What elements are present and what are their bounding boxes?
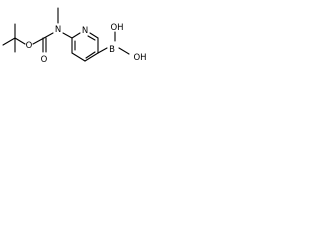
ring-bond-c4-c3 [71, 52, 86, 62]
ring-inner-double-2 [87, 35, 96, 41]
ring-bond-c5-c4 [84, 52, 99, 62]
atom-label-oxygen-carbonyl: O [41, 55, 48, 65]
atom-label-hydroxyl-bottom: OH [133, 53, 146, 63]
pyridine-ring [71, 32, 99, 62]
ring-bond-n1-c6 [89, 32, 99, 39]
ring-bond-c2-n1 [71, 32, 81, 39]
atom-label-nitrogen-carbamate: N [55, 25, 61, 35]
bond-boron-to-oh-bottom [118, 47, 130, 55]
bond-ring-to-boron [97, 47, 108, 54]
tert-butyl-group [2, 23, 26, 53]
ring-inner-double-3 [85, 51, 96, 59]
boronic-acid-group [97, 31, 130, 55]
bond-nitrogen-to-ring [62, 32, 73, 39]
bond-tbu-methyl-left [2, 37, 16, 46]
atom-label-hydroxyl-top: OH [110, 23, 123, 33]
bond-carbonyl-to-nitrogen [43, 32, 54, 39]
chemical-structure: O O N N B OH OH [2, 7, 147, 65]
bond-oxygen-to-carbonyl-carbon [32, 37, 45, 45]
atom-label-nitrogen-ring: N [82, 26, 88, 36]
carbamate-group [32, 7, 73, 53]
atom-label-boron: B [109, 45, 115, 55]
atom-label-oxygen-ester: O [26, 41, 33, 51]
bond-tbu-to-oxygen [14, 37, 26, 45]
